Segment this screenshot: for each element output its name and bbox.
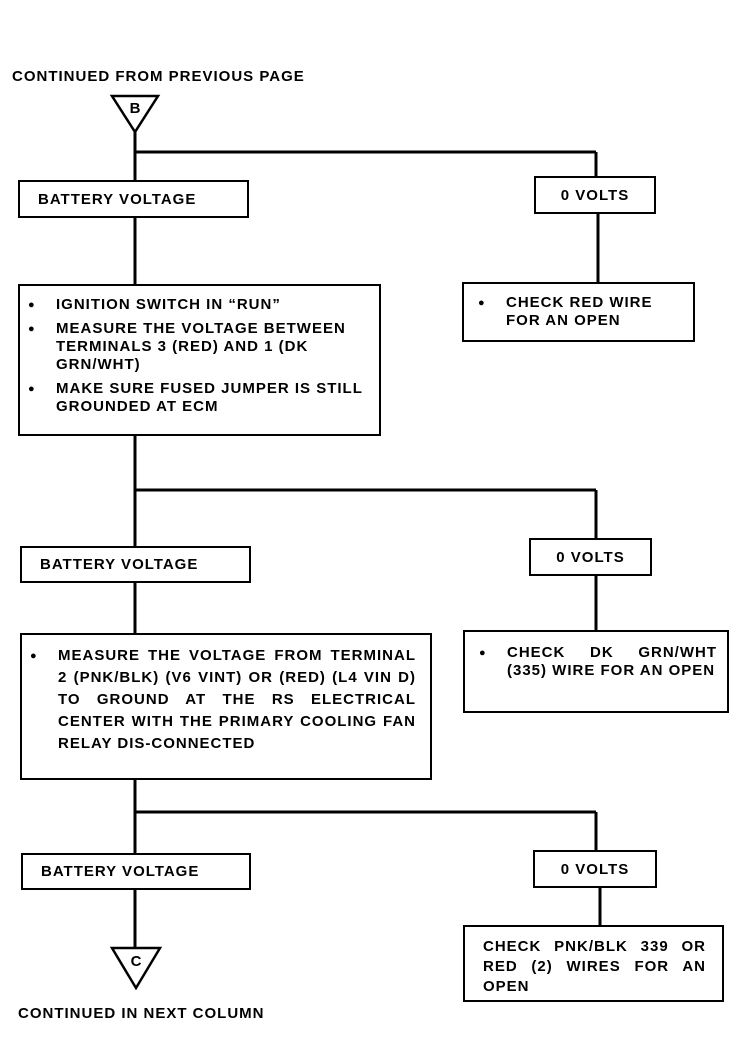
step1-battery-voltage-box: BATTERY VOLTAGE [18, 180, 249, 218]
step2-battery-voltage-label: BATTERY VOLTAGE [40, 556, 199, 573]
step2-zero-volts-label: 0 VOLTS [556, 548, 625, 566]
step3-battery-voltage-box: BATTERY VOLTAGE [21, 853, 251, 890]
step3-zero-volts-box: 0 VOLTS [533, 850, 657, 888]
step3-action-text: CHECK PNK/BLK 339 OR RED (2) WIRES FOR A… [483, 938, 706, 995]
step1-battery-voltage-label: BATTERY VOLTAGE [38, 190, 197, 208]
step1-action-box: CHECK RED WIRE FOR AN OPEN [462, 282, 695, 342]
step3-instruction-item: MEASURE THE VOLTAGE FROM TERMINAL 2 (PNK… [26, 645, 416, 755]
step2-instruction-item: MAKE SURE FUSED JUMPER IS STILL GROUNDED… [24, 380, 367, 416]
step1-zero-volts-label: 0 VOLTS [560, 186, 630, 204]
connector-c-triangle [109, 946, 163, 991]
connector-c-label: C [130, 953, 142, 970]
continued-in-label: CONTINUED IN NEXT COLUMN [18, 1005, 265, 1022]
step2-action-box: CHECK DK GRN/WHT (335) WIRE FOR AN OPEN [463, 630, 729, 713]
step2-instruction-item: IGNITION SWITCH IN “RUN” [24, 296, 367, 314]
step3-battery-voltage-label: BATTERY VOLTAGE [41, 863, 200, 880]
step3-zero-volts-label: 0 VOLTS [560, 860, 630, 878]
step3-instruction-box: MEASURE THE VOLTAGE FROM TERMINAL 2 (PNK… [20, 633, 432, 780]
step1-zero-volts-box: 0 VOLTS [534, 176, 656, 214]
step3-action-box: CHECK PNK/BLK 339 OR RED (2) WIRES FOR A… [463, 925, 724, 1002]
continued-from-label: CONTINUED FROM PREVIOUS PAGE [12, 68, 305, 85]
step2-action-item: CHECK DK GRN/WHT (335) WIRE FOR AN OPEN [475, 644, 717, 680]
connector-b-label: B [129, 100, 141, 117]
step2-zero-volts-box: 0 VOLTS [529, 538, 652, 576]
step1-action-item: CHECK RED WIRE FOR AN OPEN [474, 294, 683, 330]
step2-instruction-box: IGNITION SWITCH IN “RUN” MEASURE THE VOL… [18, 284, 381, 436]
step2-battery-voltage-box: BATTERY VOLTAGE [20, 546, 251, 583]
step2-instruction-item: MEASURE THE VOLTAGE BETWEEN TERMINALS 3 … [24, 320, 367, 374]
connector-b-triangle [109, 94, 161, 135]
